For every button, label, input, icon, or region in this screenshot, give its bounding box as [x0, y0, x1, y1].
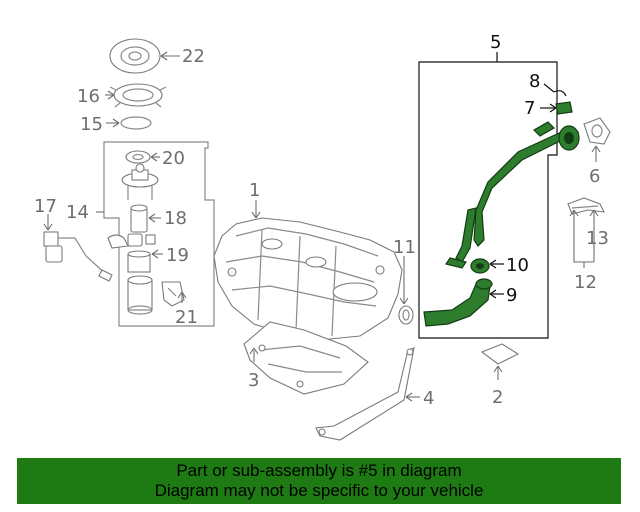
arrow-7 [549, 103, 557, 113]
arrow-20 [150, 152, 158, 162]
fuel-filter-canister[interactable] [127, 275, 153, 315]
callout-5: 5 [490, 32, 501, 53]
callout-15: 15 [80, 114, 103, 135]
arrows-12-13 [569, 209, 599, 217]
fuel-pump-cover[interactable] [121, 163, 159, 200]
callout-20: 20 [162, 148, 185, 169]
arrow-16 [107, 90, 115, 100]
sub-assembly-5-box [418, 61, 558, 339]
arrow-22 [160, 51, 168, 61]
part-9-filler-hose[interactable] [423, 278, 493, 327]
arrow-19 [151, 249, 159, 259]
callout-3: 3 [248, 370, 259, 391]
arrow-21 [177, 291, 187, 299]
arrow-3 [249, 347, 259, 355]
arrow-10 [489, 259, 497, 269]
part-22-seal-plate[interactable] [109, 38, 161, 74]
part-8-tether[interactable] [553, 90, 567, 97]
callout-2: 2 [492, 387, 503, 408]
banner-line-1: Part or sub-assembly is #5 in diagram [176, 461, 462, 480]
part-6-fuel-cap[interactable] [583, 117, 611, 145]
part-1-fuel-tank[interactable] [213, 217, 403, 341]
arrow-18 [148, 213, 156, 223]
part-5-filler-neck[interactable] [445, 121, 580, 269]
part-13-door-hinge[interactable] [567, 197, 605, 215]
banner-line-2: Diagram may not be specific to your vehi… [154, 481, 484, 500]
sub-assembly-14-box [103, 141, 215, 327]
part-10-clamp[interactable] [470, 258, 490, 274]
callout-12: 12 [574, 272, 597, 293]
arrow-2 [493, 365, 503, 373]
part-3-heat-shield[interactable] [243, 321, 369, 395]
callout-1: 1 [249, 180, 260, 201]
leader-8 [543, 83, 555, 93]
part-4-tank-strap[interactable] [315, 347, 415, 441]
part-21-bracket[interactable] [161, 281, 185, 307]
part-15-o-ring[interactable] [120, 116, 152, 130]
pump-hose-fittings [107, 233, 156, 249]
arrow-6 [591, 145, 601, 153]
callout-6: 6 [589, 166, 600, 187]
part-7-clamp[interactable] [555, 101, 573, 115]
callout-19: 19 [166, 245, 189, 266]
part-11-grommet[interactable] [398, 305, 414, 325]
part-20-gasket[interactable] [125, 150, 151, 164]
arrow-1 [251, 211, 261, 219]
callout-16: 16 [77, 86, 100, 107]
callout-11: 11 [393, 237, 416, 258]
leader-12-bracket [573, 210, 595, 263]
arrow-11 [399, 297, 409, 305]
callout-13: 13 [586, 228, 609, 249]
vehicle-fitment-banner: Part or sub-assembly is #5 in diagram Di… [17, 458, 621, 504]
callout-17: 17 [34, 196, 57, 217]
callout-14: 14 [66, 202, 89, 223]
callout-10: 10 [506, 255, 529, 276]
callout-7: 7 [524, 98, 535, 119]
callout-4: 4 [423, 388, 434, 409]
callout-21: 21 [175, 307, 198, 328]
part-16-lock-ring[interactable] [109, 83, 167, 108]
callout-18: 18 [164, 208, 187, 229]
arrow-4 [405, 392, 413, 402]
part-2-pad[interactable] [480, 343, 520, 365]
callout-9: 9 [506, 285, 517, 306]
part-17-level-sender[interactable] [43, 231, 113, 282]
arrow-15 [112, 118, 120, 128]
arrow-9 [489, 289, 497, 299]
part-18-filter[interactable] [130, 204, 148, 233]
arrow-17 [43, 223, 53, 231]
callout-22: 22 [182, 46, 205, 67]
part-19-pump-body[interactable] [127, 250, 151, 273]
callout-8: 8 [529, 71, 540, 92]
